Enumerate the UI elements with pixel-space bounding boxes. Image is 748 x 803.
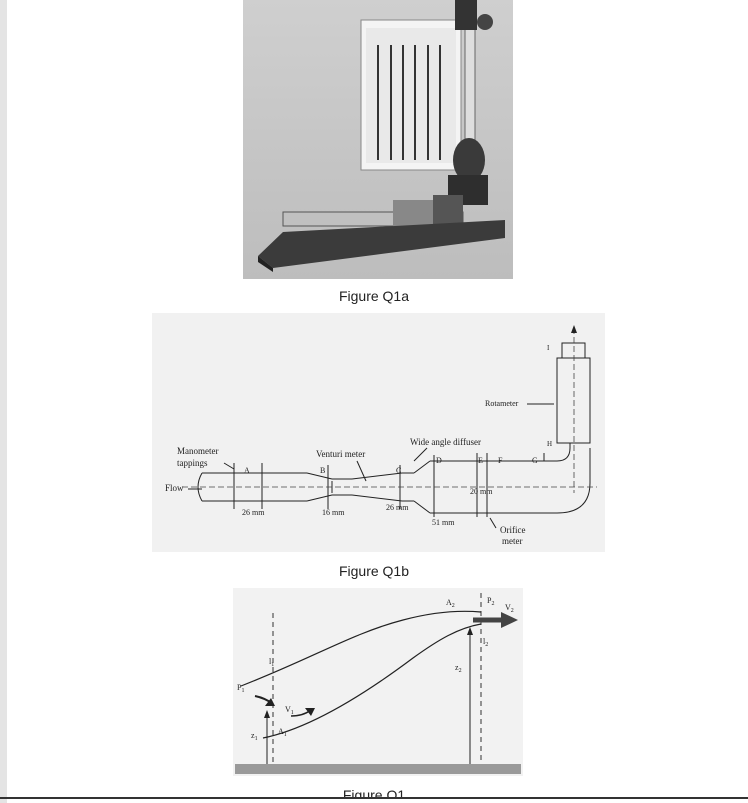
label-g: G: [532, 456, 538, 465]
figure-q1b-caption: Figure Q1b: [338, 563, 410, 579]
figure-q1a-caption: Figure Q1a: [338, 288, 410, 304]
label-a1: A1: [278, 727, 287, 738]
label-a2: A2: [446, 598, 455, 609]
label-e: E: [478, 456, 483, 465]
dim-16mm-throat: 16 mm: [322, 508, 345, 517]
label-l1: l1: [269, 657, 274, 668]
page-bottom-rule: [0, 797, 748, 799]
rotameter-label: Rotameter: [485, 399, 519, 408]
label-p2: P2: [487, 596, 494, 607]
label-z2: z2: [455, 663, 462, 674]
label-l2: l2: [483, 637, 488, 648]
orifice-meter-line2: meter: [502, 536, 523, 546]
label-a: A: [244, 466, 250, 475]
label-v2: V2: [505, 603, 514, 614]
orifice-meter-label: Orifice meter: [500, 525, 528, 546]
dim-26mm-inlet: 26 mm: [242, 508, 265, 517]
label-f: F: [498, 456, 503, 465]
manometer-tappings-line2: tappings: [177, 458, 208, 468]
label-h: H: [547, 440, 552, 448]
dim-20mm: 20 mm: [470, 487, 493, 496]
wide-angle-diffuser-label: Wide angle diffuser: [410, 437, 481, 447]
venturi-meter-label: Venturi meter: [316, 449, 365, 459]
page-margin: [0, 0, 7, 803]
apparatus-photo: [243, 0, 513, 279]
dim-51mm: 51 mm: [432, 518, 455, 527]
label-b: B: [320, 466, 325, 475]
label-i: I: [547, 344, 550, 352]
flow-label: Flow: [165, 483, 184, 493]
manometer-tappings-label: Manometer tappings: [177, 446, 221, 468]
label-p1: P1: [237, 683, 244, 694]
dim-26mm-outlet: 26 mm: [386, 503, 409, 512]
venturi-schematic: Rotameter I H Wide angle diffuser Ventur…: [152, 313, 605, 552]
figure-q1-caption: Figure Q1: [342, 787, 406, 797]
label-v1: V1: [285, 705, 294, 716]
manometer-tappings-line1: Manometer: [177, 446, 218, 456]
label-d: D: [436, 456, 442, 465]
orifice-meter-line1: Orifice: [500, 525, 525, 535]
label-z1: z1: [251, 731, 258, 742]
label-c: C: [396, 466, 401, 475]
streamtube-diagram: A2 P2 V2 l2 z2 l1 P1 V1 A1 z1: [233, 588, 523, 776]
